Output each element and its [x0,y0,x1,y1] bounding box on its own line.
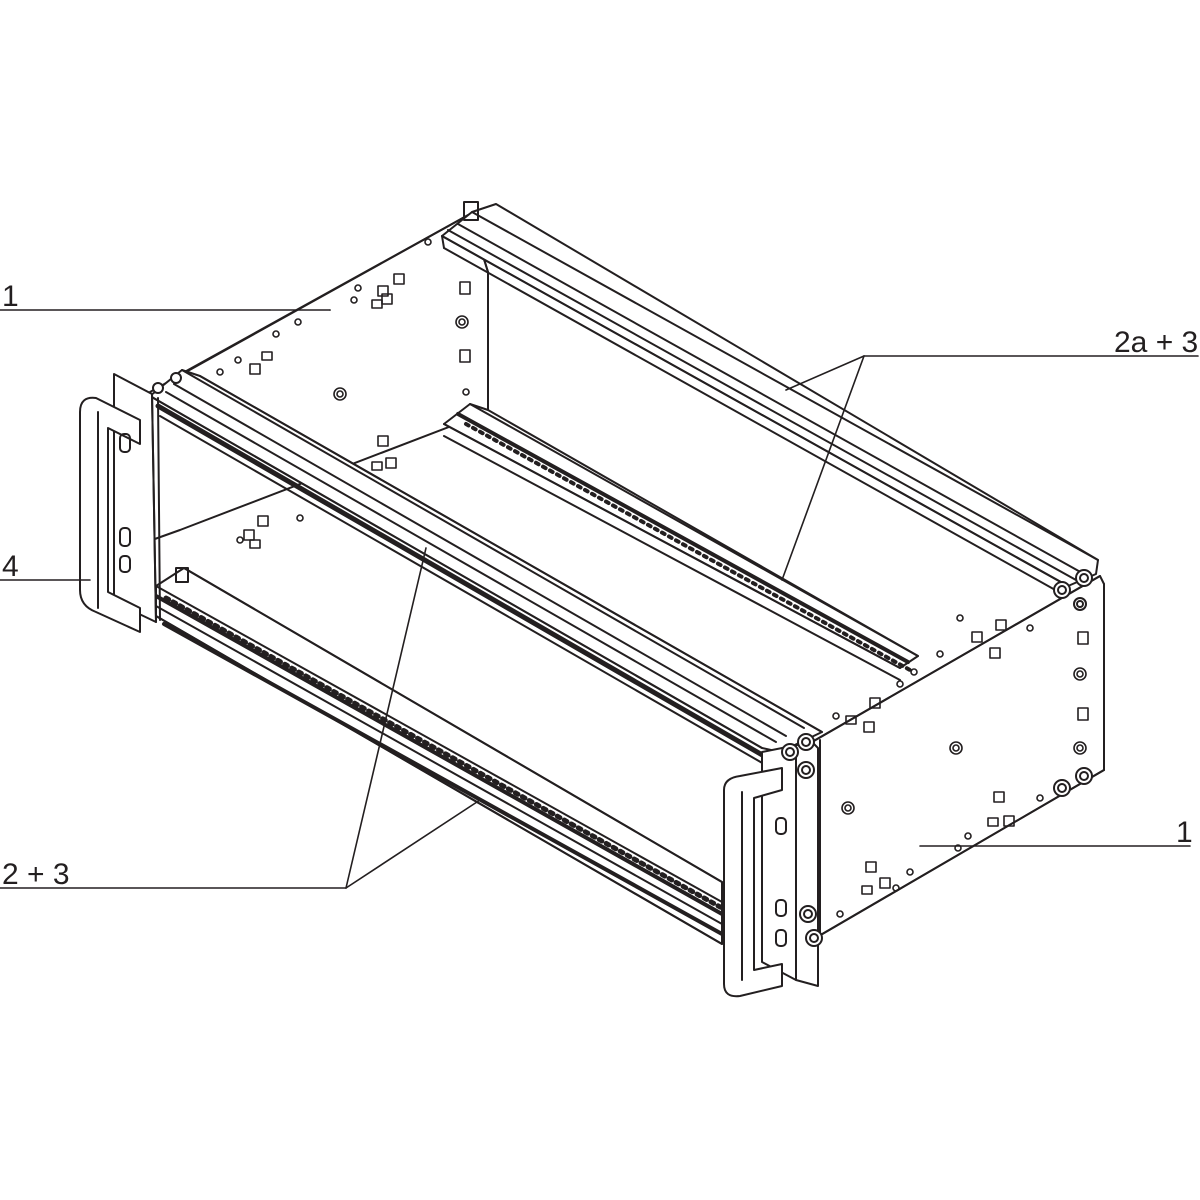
rear-bottom-rail [443,403,919,681]
right-side-panel [811,575,1105,941]
rear-top-rail [441,201,1099,597]
leader-2a3-a [785,355,865,391]
right-panel-holes [832,614,1089,918]
screws [152,372,1093,947]
callout-label-front-rail: 2 + 3 [2,858,70,891]
leader-lines [0,309,1199,889]
leader-23-a [345,547,427,889]
callout-label-rear-rail: 2a + 3 [1114,326,1199,359]
right-handle [723,741,819,998]
leader-2a3-b [781,355,865,581]
front-bottom-rail [154,567,725,945]
left-handle [79,396,141,633]
front-top-rail [149,369,823,765]
leader-23-b [345,799,481,889]
callout-label-handle: 4 [2,550,19,583]
callout-label-side-panel-top: 1 [2,280,19,313]
left-panel-holes [216,238,471,549]
callout-label-side-panel-right: 1 [1176,816,1193,849]
